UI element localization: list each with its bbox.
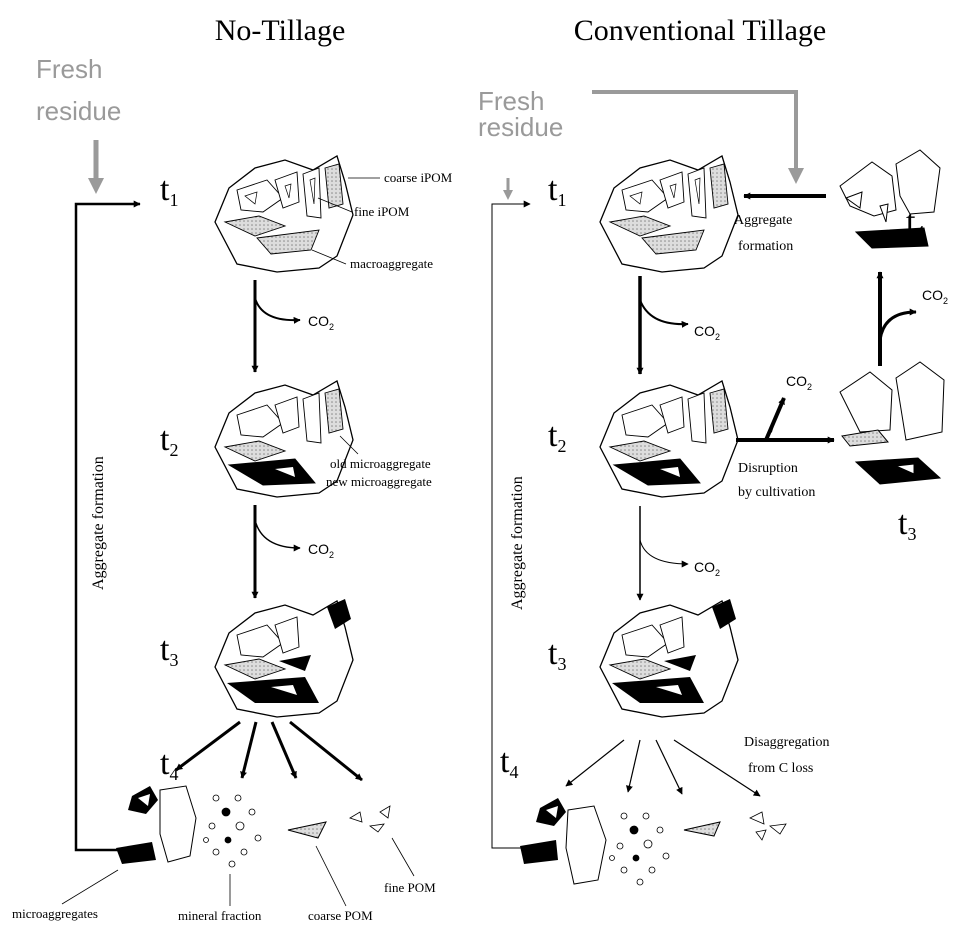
- svg-text:t3: t3: [898, 505, 916, 544]
- new-microaggregate-label: new microaggregate: [326, 474, 432, 489]
- svg-text:t4: t4: [500, 743, 518, 782]
- aggregate-formation-label-ct-2: formation: [738, 239, 793, 254]
- macroaggregate-ct-t3: [600, 599, 738, 717]
- disruption-label-1: Disruption: [738, 461, 798, 476]
- aggregate-formation-label-ct-1: Aggregate: [734, 213, 792, 228]
- residue-arrow-ct: [592, 92, 796, 170]
- fan-arrows-nt: [176, 722, 362, 780]
- svg-text:t1: t1: [548, 171, 566, 210]
- svg-text:t4: t4: [160, 745, 178, 784]
- disaggregation-label-2: from C loss: [748, 761, 813, 776]
- micro-product-ct-2: [520, 840, 558, 864]
- micro-product-nt-2: [116, 842, 156, 864]
- svg-text:t2: t2: [548, 417, 566, 456]
- co2-nt-2: CO2: [308, 541, 334, 560]
- time-labels-nt: t1 t2 t3 t4: [160, 171, 178, 784]
- svg-text:t2: t2: [160, 421, 178, 460]
- mineral-fraction-label: mineral fraction: [178, 908, 262, 923]
- coarse-pom-nt: [288, 822, 326, 838]
- old-microaggregate-label: old microaggregate: [330, 456, 431, 471]
- fresh-residue-label-nt-1: Fresh: [36, 54, 102, 84]
- conventional-tillage-title: Conventional Tillage: [574, 14, 827, 47]
- no-tillage-title: No-Tillage: [215, 14, 346, 47]
- coarse-pom-label: coarse POM: [308, 908, 373, 923]
- micro-product-nt-3: [160, 786, 196, 862]
- co2-ct-disruption: CO2: [786, 373, 812, 392]
- fresh-residue-label-nt-2: residue: [36, 96, 121, 126]
- macroaggregate-ct-t2: [600, 381, 738, 497]
- fine-pom-label: fine POM: [384, 880, 436, 895]
- coarse-ipom-label: coarse iPOM: [384, 170, 453, 185]
- svg-text:t3: t3: [548, 635, 566, 674]
- fine-pom-nt: [350, 806, 390, 832]
- fragments-ct-t4: [840, 150, 940, 248]
- macroaggregate-nt-t1: [215, 156, 353, 272]
- microaggregates-label: microaggregates: [12, 906, 98, 921]
- co2-ct-1: CO2: [694, 323, 720, 342]
- micro-product-ct-3: [566, 806, 606, 884]
- aggregate-formation-label-nt: Aggregate formation: [90, 456, 107, 590]
- svg-text:t1: t1: [160, 171, 178, 210]
- aggregate-formation-loop-nt: [76, 204, 140, 850]
- disruption-label-2: by cultivation: [738, 485, 815, 500]
- fine-ipom-label: fine iPOM: [354, 204, 410, 219]
- aggregate-formation-label-ct: Aggregate formation: [509, 476, 526, 610]
- co2-nt-1: CO2: [308, 313, 334, 332]
- coarse-pom-ct: [684, 822, 720, 836]
- co2-ct-up: CO2: [922, 287, 948, 306]
- macroaggregate-ct-t1: [600, 156, 738, 272]
- mineral-fraction-ct: [610, 813, 670, 885]
- fresh-residue-label-ct-2: residue: [478, 112, 563, 142]
- fine-pom-ct: [750, 812, 786, 840]
- co2-ct-2: CO2: [694, 559, 720, 578]
- fan-arrows-ct: [566, 740, 760, 796]
- macroaggregate-label: macroaggregate: [350, 256, 433, 271]
- fragments-ct-t3: [840, 362, 944, 484]
- disaggregation-label-1: Disaggregation: [744, 735, 830, 750]
- svg-text:t3: t3: [160, 631, 178, 670]
- mineral-fraction-nt: [204, 795, 262, 867]
- macroaggregate-nt-t3: [215, 599, 353, 717]
